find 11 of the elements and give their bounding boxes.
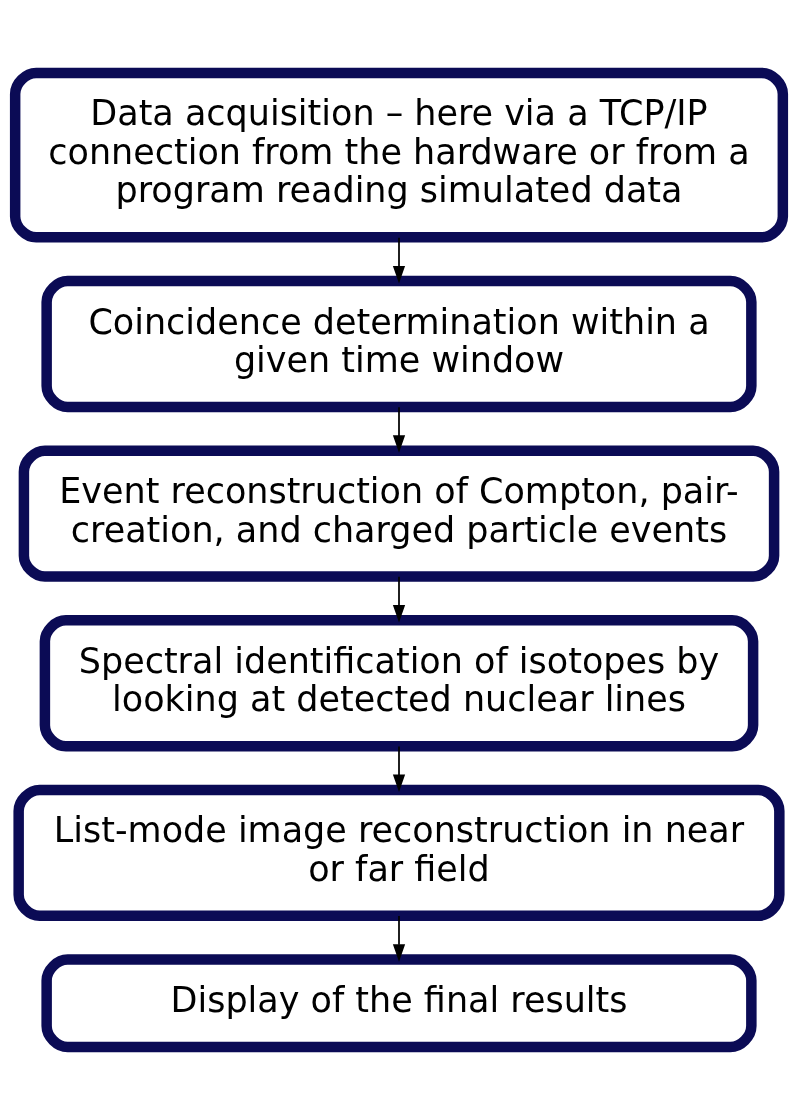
arrow <box>392 575 406 623</box>
node-box: List-mode image reconstruction in near or far field <box>13 784 785 922</box>
arrow <box>392 406 406 453</box>
arrow <box>392 745 406 793</box>
node-box: Display of the final results <box>41 954 757 1053</box>
node-box: Data acquisition – here via a TCP/IP connection from the hardware or from a program reading simulated data <box>9 67 789 243</box>
node-box: Spectral identification of isotopes by looking at detected nuclear lines <box>39 615 759 752</box>
arrow <box>392 236 406 284</box>
node-box: Event reconstruction of Compton, pair-creation, and charged particle events <box>18 445 780 582</box>
node-box: Coincidence determination within a given time window <box>41 275 757 413</box>
arrow <box>392 915 406 962</box>
